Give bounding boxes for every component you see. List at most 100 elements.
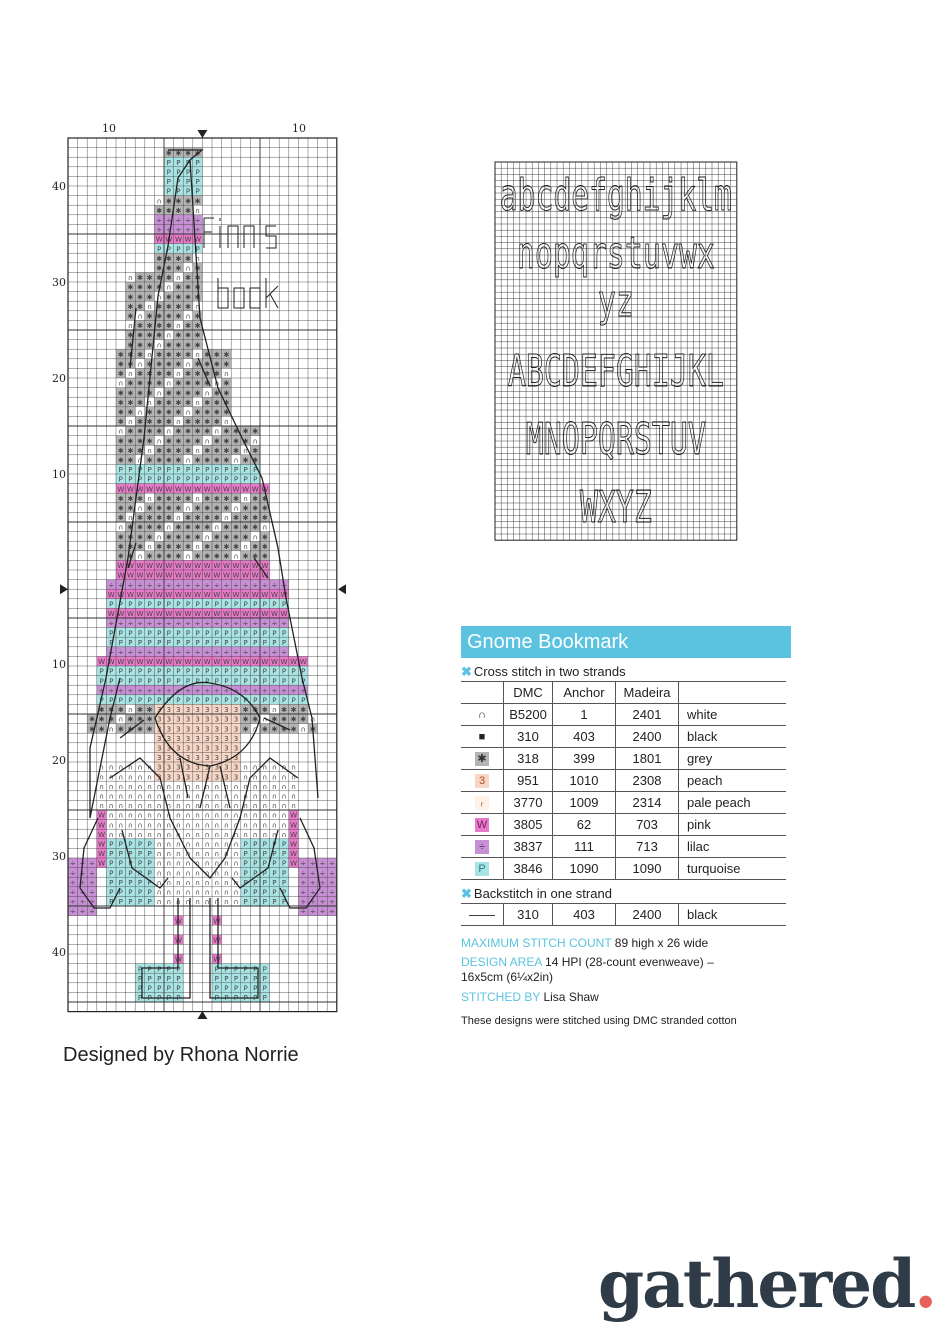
chart-cell [116,675,126,686]
chart-cell [106,694,116,705]
chart-symbol: P [176,168,180,176]
chart-symbol: ∩ [243,764,248,772]
chart-cell [154,762,164,772]
chart-cell [240,541,251,551]
chart-cell [260,838,270,849]
chart-cell [279,896,289,906]
chart-cell [192,838,203,849]
chart-symbol: W [98,812,105,820]
chart-cell [116,445,126,455]
chart-cell [68,877,78,887]
chart-cell [279,627,289,638]
chart-cell [183,858,193,868]
chart-symbol: P [253,677,257,685]
chart-cell [173,272,184,282]
chart-symbol: ✱ [271,725,277,733]
chart-symbol: ✱ [185,447,191,455]
chart-cell [250,973,260,983]
chart-symbol: ∩ [224,869,229,877]
chart-symbol: ∩ [224,418,229,426]
chart-cell [269,886,280,897]
chart-cell [260,848,270,858]
chart-symbol: P [215,600,219,608]
chart-cell [231,502,241,513]
chart-cell [144,502,155,513]
chart-symbol: ∩ [137,792,142,800]
chart-symbol: W [98,821,105,829]
chart-symbol: ∩ [109,792,114,800]
chart-symbol: P [272,879,276,887]
chart-cell [212,723,222,734]
chart-cell [260,781,270,791]
chart-symbol: P [234,677,238,685]
chart-symbol: ✱ [127,504,133,512]
chart-cell [116,838,126,849]
chart-cell [125,320,136,330]
chart-cell [288,800,299,810]
chart-cell [279,877,289,887]
chart-symbol: W [213,591,220,599]
chart-cell [269,579,280,590]
chart-symbol: ✱ [137,514,143,522]
chart-symbol: P [263,600,267,608]
chart-cell [231,752,241,762]
chart-symbol: W [194,610,201,618]
chart-symbol: W [252,591,259,599]
chart-cell [144,723,155,734]
chart-symbol: W [127,591,134,599]
chart-cell [87,886,97,897]
chart-cell [135,896,145,906]
chart-cell [212,886,222,897]
chart-cell [164,282,174,292]
chart-cell [202,358,212,369]
chart-cell [212,733,222,743]
chart-cell [231,790,241,801]
chart-symbol: W [185,610,192,618]
chart-cell [125,330,136,340]
chart-symbol: P [263,984,267,992]
chart-cell [192,320,203,330]
chart-cell [231,733,241,743]
chart-symbol: ✱ [175,341,181,349]
left-axis-label: 20 [52,754,66,767]
chart-symbol: ÷ [185,648,191,656]
chart-symbol: ∩ [272,764,277,772]
chart-cell [135,608,145,618]
chart-cell [221,886,232,897]
chart-cell [125,416,136,426]
chart-cell [260,877,270,887]
chart-cell [250,474,260,484]
chart-cell [173,406,184,417]
chart-cell [116,896,126,906]
chart-symbol: 3 [234,773,238,781]
chart-symbol: ✱ [166,437,172,445]
chart-cell [317,858,328,868]
chart-symbol: P [157,696,161,704]
chart-symbol: ✱ [127,380,133,388]
chart-cell [212,426,222,436]
chart-symbol: ∩ [128,783,133,791]
chart-symbol: ∩ [224,812,229,820]
chart-symbol: ÷ [204,581,210,589]
chart-symbol: ✱ [175,312,181,320]
chart-symbol: ∩ [185,408,190,416]
chart-symbol: W [156,658,163,666]
chart-cell [202,598,212,609]
chart-cell [135,848,145,858]
chart-symbol: ÷ [223,581,229,589]
chart-cell [288,656,299,666]
chart-cell [144,829,155,839]
chart-cell [125,483,136,494]
chart-cell [164,579,174,590]
chart-cell [116,416,126,426]
chart-symbol: ∩ [176,879,181,887]
chart-symbol: 3 [224,744,228,752]
chart-cell [164,838,174,849]
chart-cell [87,896,97,906]
chart-symbol: P [167,466,171,474]
chart-cell [231,426,241,436]
chart-cell [231,474,241,484]
chart-symbol: ∩ [214,898,219,906]
chart-symbol: ∩ [137,764,142,772]
